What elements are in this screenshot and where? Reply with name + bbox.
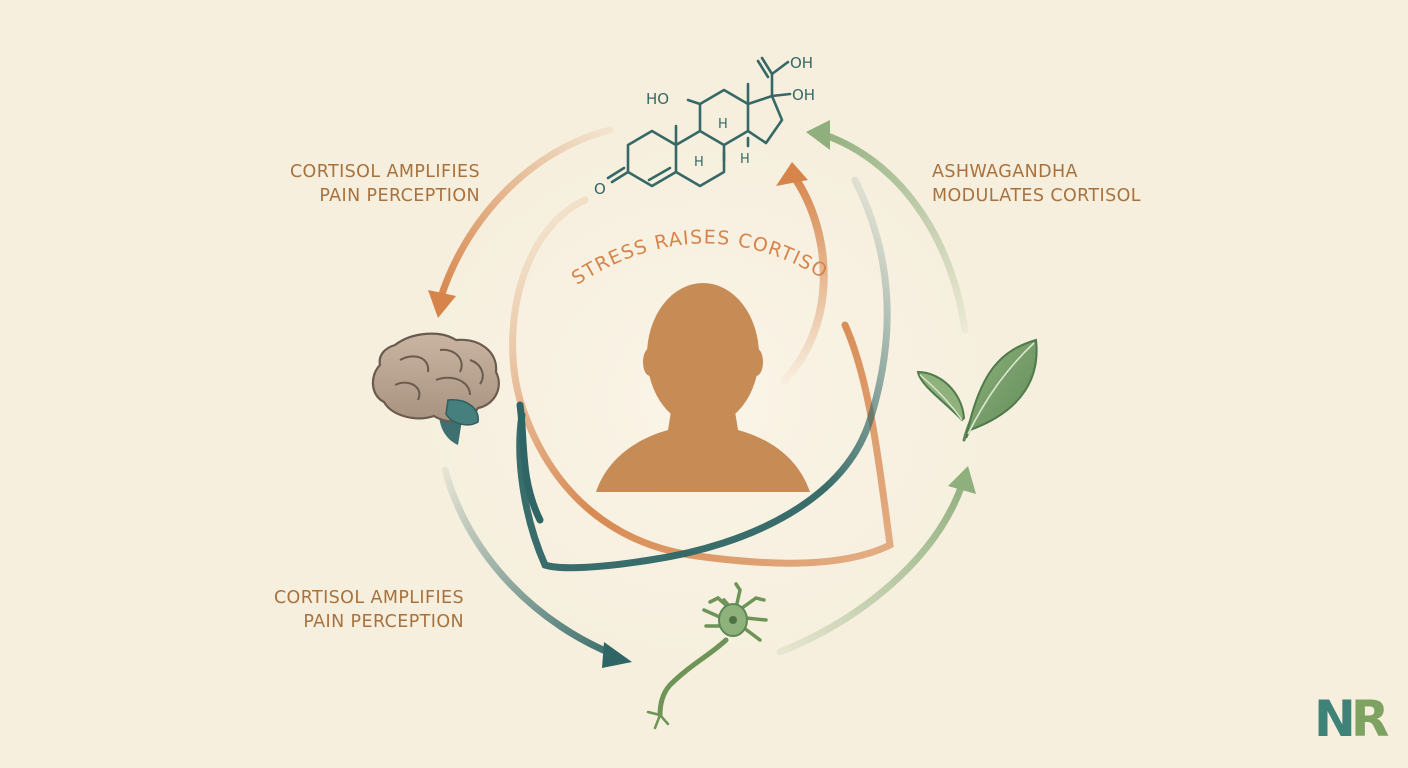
molecule-hydrogen-3: H (740, 152, 750, 167)
arrow-stress-raises-cortisol (776, 162, 828, 384)
molecule-ketone: O (594, 180, 606, 198)
label-bottom-left-line-1: CORTISOL AMPLIFIES (273, 588, 464, 608)
arrow-cortisol-to-brain (428, 126, 614, 318)
label-top-left: CORTISOL AMPLIFIES PAIN PERCEPTION (250, 160, 480, 208)
leaf-icon (916, 338, 1038, 442)
molecule-hydroxyl-left: HO (646, 90, 669, 108)
logo-letter-n: N (1314, 690, 1356, 748)
arrow-leaf-to-cortisol (806, 120, 969, 334)
molecule-hydrogen-2: H (718, 117, 728, 132)
logo-letter-r: R (1350, 690, 1389, 748)
arrow-brain-to-nerve (441, 466, 632, 668)
arrow-teal-weave (516, 176, 891, 572)
label-bottom-left-line-2: PAIN PERCEPTION (303, 612, 464, 632)
label-bottom-left: CORTISOL AMPLIFIES PAIN PERCEPTION (232, 586, 464, 634)
neuron-icon (646, 582, 768, 730)
brand-logo: NR (1314, 694, 1389, 744)
label-top-right-line-1: ASHWAGANDHA (932, 162, 1078, 182)
molecule-hydroxyl-right: OH (792, 86, 815, 104)
label-top-right: ASHWAGANDHA MODULATES CORTISOL (932, 160, 1192, 208)
cortisol-molecule-icon (606, 56, 792, 188)
molecule-hydrogen-1: H (694, 155, 704, 170)
molecule-labels: HO OH OH O H H H (594, 54, 815, 198)
label-top-left-line-1: CORTISOL AMPLIFIES (289, 162, 480, 182)
brain-icon (371, 332, 500, 445)
label-top-left-line-2: PAIN PERCEPTION (319, 186, 480, 206)
person-silhouette-icon (596, 283, 810, 492)
label-top-right-line-2: MODULATES CORTISOL (932, 186, 1141, 206)
arrow-nerve-to-leaf (776, 466, 976, 656)
molecule-carboxyl-oh: OH (790, 54, 813, 72)
